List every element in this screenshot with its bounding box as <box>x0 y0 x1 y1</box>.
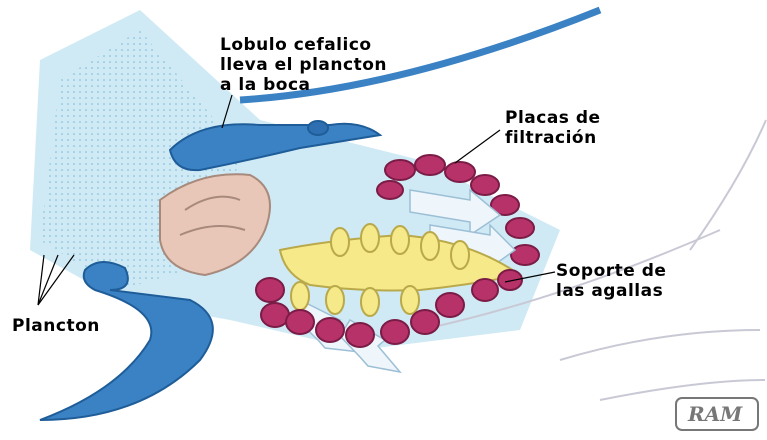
label-placas-line2: filtración <box>505 128 597 148</box>
body-outline-line <box>690 120 766 250</box>
label-lobulo-line2: lleva el plancton <box>220 55 387 75</box>
eye <box>308 121 328 135</box>
body-outline-line <box>560 330 760 360</box>
pointer-placas <box>455 130 500 163</box>
label-lobulo-line1: Lobulo cefalico <box>220 35 372 55</box>
label-placas-line1: Placas de <box>505 108 601 128</box>
label-soporte-line2: las agallas <box>556 281 663 301</box>
label-lobulo-line3: a la boca <box>220 75 311 95</box>
signature-ram: RAM <box>688 402 742 426</box>
label-plancton: Plancton <box>12 316 100 336</box>
label-soporte-line1: Soporte de <box>556 261 666 281</box>
